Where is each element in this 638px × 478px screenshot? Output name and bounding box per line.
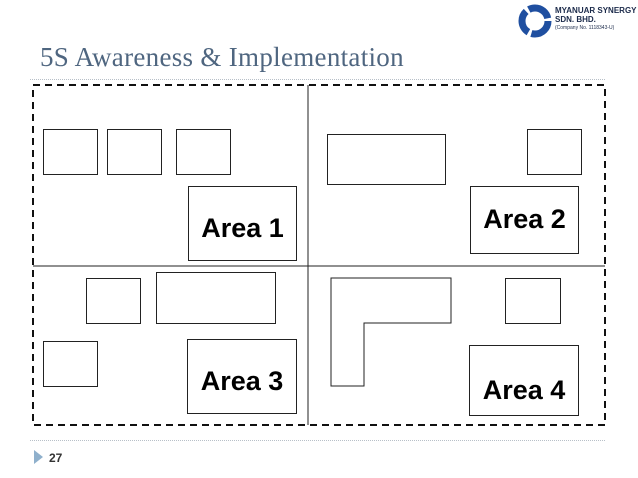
item-box bbox=[43, 129, 98, 175]
item-box bbox=[107, 129, 162, 175]
area-3-label: Area 3 bbox=[187, 339, 297, 414]
slide-title: 5S Awareness & Implementation bbox=[40, 42, 404, 72]
item-box bbox=[156, 272, 276, 324]
item-box bbox=[505, 278, 561, 324]
item-box bbox=[327, 134, 446, 185]
item-box bbox=[86, 278, 141, 324]
logo-line2: SDN. BHD. bbox=[555, 15, 596, 24]
item-box bbox=[527, 129, 582, 175]
footer-divider bbox=[30, 440, 605, 441]
area-1-label: Area 1 bbox=[188, 186, 297, 261]
logo-line1: MYANUAR SYNERGY bbox=[555, 6, 637, 15]
bullet-triangle-icon bbox=[34, 450, 43, 464]
page-number: 27 bbox=[49, 451, 63, 465]
area-4-label: Area 4 bbox=[469, 345, 579, 416]
logo-line3: (Company No. 1118343-U) bbox=[555, 25, 615, 31]
item-box bbox=[43, 341, 98, 387]
company-logo-icon bbox=[518, 4, 552, 38]
title-divider bbox=[30, 79, 605, 80]
l-shaped-item bbox=[330, 277, 452, 387]
area-2-label: Area 2 bbox=[470, 186, 579, 254]
company-logo-text: MYANUAR SYNERGY SDN. BHD. (Company No. 1… bbox=[555, 6, 637, 33]
item-box bbox=[176, 129, 231, 175]
